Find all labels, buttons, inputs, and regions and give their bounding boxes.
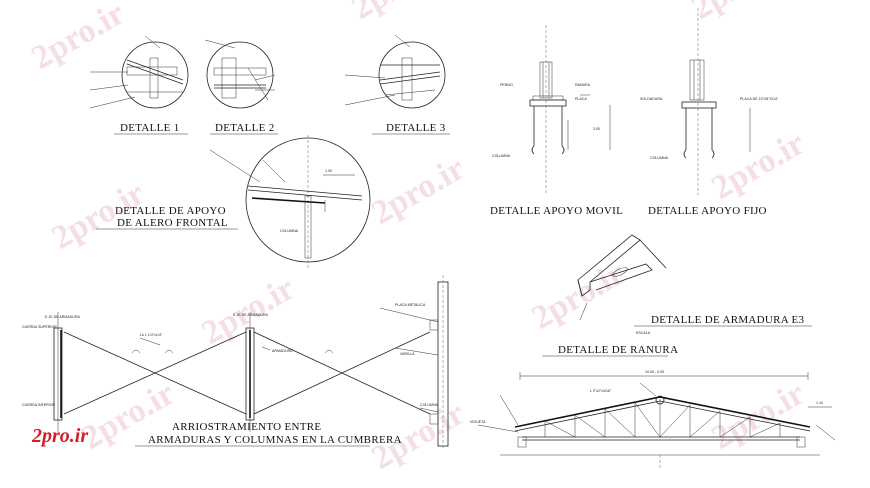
columna-fijo-label: COLUMNA <box>650 156 669 160</box>
detalle-2-drawing <box>204 39 276 109</box>
cuerda-inferior-label: CUERDA INFERIOR <box>22 403 56 407</box>
caption-apoyo-alero-2: DE ALERO FRONTAL <box>117 217 228 229</box>
columna-movil-label: COLUMNA <box>492 154 511 158</box>
truss-elevation: 10.00 - 0.00 1.10 VIG <box>470 370 836 470</box>
columna-label: COLUMNA <box>280 229 299 233</box>
cuerda-superior-label: CUERDA SUPERIOR <box>22 325 57 329</box>
site-logo: 2pro.ir <box>31 425 88 447</box>
apoyo-alero-drawing: 1.30 COLUMNA <box>209 135 371 268</box>
l-angle-label: L 2"x2"x3/16" <box>590 389 612 393</box>
caption-detalle-1: DETALLE 1 <box>120 122 180 134</box>
caption-detalle-2: DETALLE 2 <box>215 122 275 134</box>
dim-110-label: 1.10 <box>816 401 823 405</box>
placa-label: PLACA <box>575 97 587 101</box>
watermark: 2pro.ir <box>346 0 451 27</box>
caption-apoyo-movil: DETALLE APOYO MOVIL <box>490 205 623 217</box>
watermark: 2pro.ir <box>706 375 811 457</box>
caption-apoyo-alero-1: DETALLE DE APOYO <box>115 205 226 217</box>
detalle-3-drawing <box>344 34 446 109</box>
detalle-1-drawing <box>89 35 189 109</box>
apoyo-movil-drawing: 3.00 PERNO RANURA PLACA COLUMNA <box>492 25 611 195</box>
dim-130-label: 1.30 <box>325 169 332 173</box>
caption-armadura-e3: DETALLE DE ARMADURA E3 <box>651 314 804 326</box>
watermark-layer: 2pro.ir 2pro.ir 2pro.ir 2pro.ir 2pro.ir … <box>26 0 811 477</box>
watermark: 2pro.ir <box>526 255 631 337</box>
watermark: 2pro.ir <box>26 0 131 77</box>
caption-ranura: DETALLE DE RANURA <box>558 344 678 356</box>
angle-label: Ls 1 1/4"x1/4" <box>140 333 163 337</box>
soldadura-label: SOLDADURA <box>640 97 663 101</box>
watermark: 2pro.ir <box>196 270 301 352</box>
dim-300-label: 3.00 <box>593 127 600 131</box>
placa-metalica-label: PLACA METALICA <box>395 303 426 307</box>
columna-bracing-label: COLUMNA <box>420 403 439 407</box>
caption-arriostramiento-2: ARMADURAS Y COLUMNAS EN LA CUMBRERA <box>148 434 402 446</box>
eje-armadura-mid-label: E.JE DE ARMADURA <box>233 313 269 317</box>
watermark: 2pro.ir <box>706 125 811 207</box>
watermark: 2pro.ir <box>366 150 471 232</box>
varilla-label: VARILLA <box>400 352 415 356</box>
apoyo-fijo-drawing: SOLDADURA PLACA DE 10"X8"X1/4" COLUMNA <box>640 8 779 195</box>
caption-arriostramiento-1: ARRIOSTRAMIENTO ENTRE <box>172 421 321 433</box>
ranura-annotation: RANURA <box>575 83 591 87</box>
ranura-drawing <box>577 234 667 321</box>
vigueta-label: VIGUETA <box>470 420 486 424</box>
span-dim-label: 10.00 - 0.00 <box>645 370 664 374</box>
perno-label: PERNO <box>500 83 513 87</box>
escala-label: ESCALA <box>636 331 651 335</box>
placa-fijo-label: PLACA DE 10"X8"X1/4" <box>740 97 779 101</box>
caption-apoyo-fijo: DETALLE APOYO FIJO <box>648 205 767 217</box>
caption-detalle-3: DETALLE 3 <box>386 122 446 134</box>
eje-armadura-left-label: E.JE DE ARMADURA <box>45 315 81 319</box>
watermark: 2pro.ir <box>686 0 791 27</box>
armadura-label: ARMADURA <box>272 349 293 353</box>
bracing-elevation: CUERDA SUPERIOR CUERDA INFERIOR E.JE DE … <box>22 275 449 450</box>
